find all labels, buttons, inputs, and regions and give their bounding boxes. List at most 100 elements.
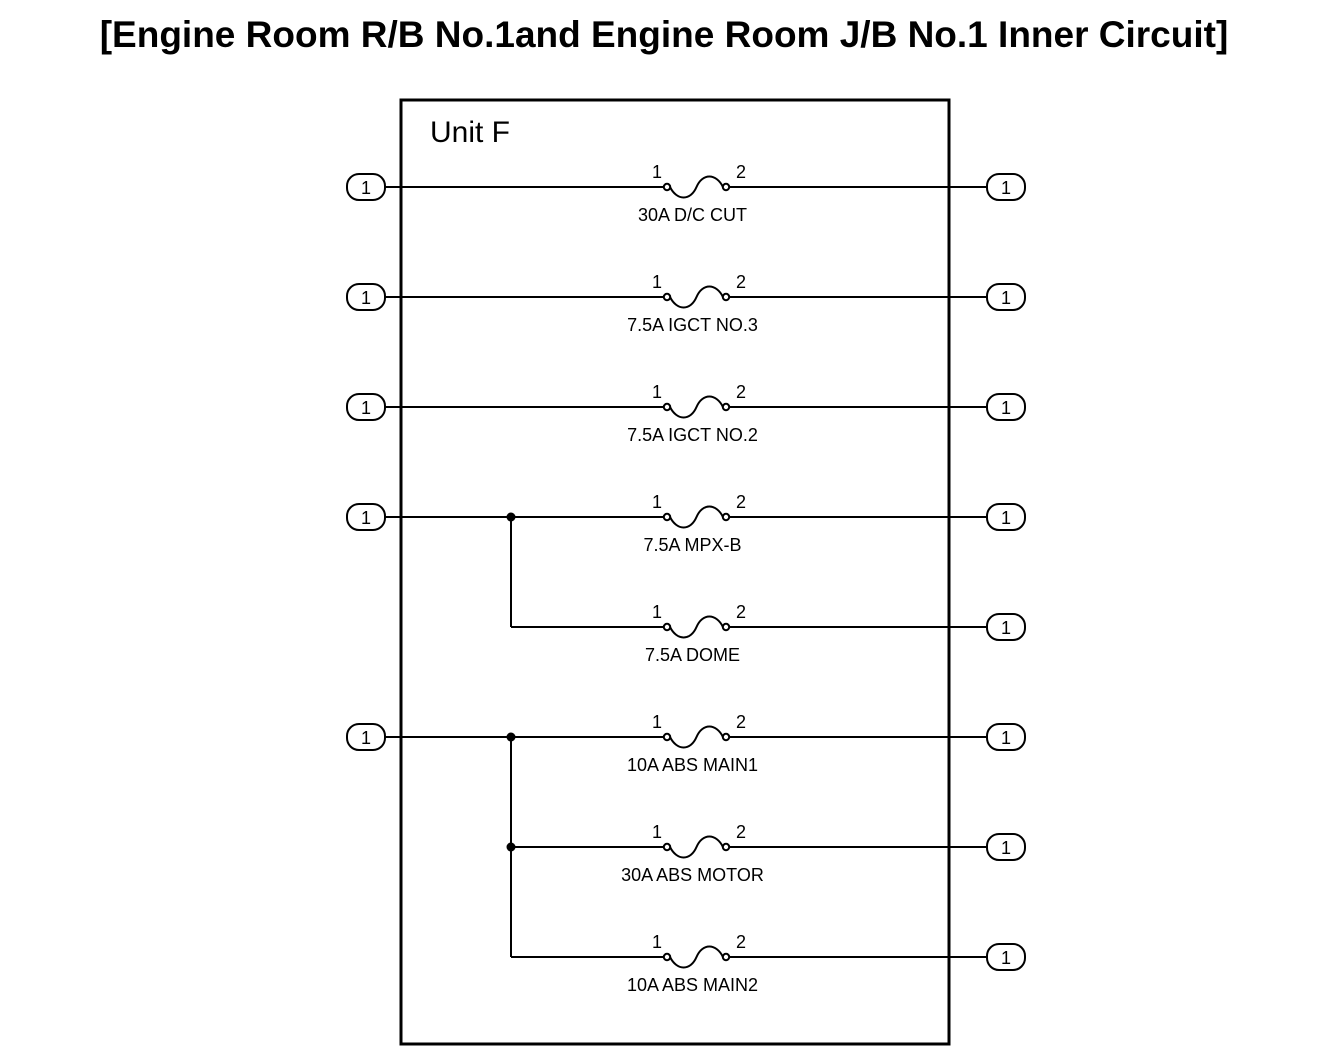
connector-outline (986, 503, 1026, 531)
connector-outline (986, 613, 1026, 641)
connector-outline (346, 173, 386, 201)
connector-outline (986, 393, 1026, 421)
fuse-label: 7.5A MPX-B (643, 535, 741, 555)
fuse-terminal-1 (662, 842, 672, 852)
pin-label-2: 2 (736, 382, 746, 402)
pin-label-2: 2 (736, 822, 746, 842)
fuse-terminal-1 (662, 732, 672, 742)
fuse-terminal-1 (662, 512, 672, 522)
connector-outline (346, 503, 386, 531)
fuse-row: 1 2 30A D/C CUT (385, 162, 987, 225)
connector-pin-label: 1 (1001, 948, 1011, 968)
fuse-row: 1 2 7.5A MPX-B (385, 492, 987, 555)
fuse-icon (669, 395, 724, 419)
connector-pin-label: 1 (1001, 398, 1011, 418)
fuse-terminal-2 (721, 952, 731, 962)
fuse-terminal-2 (721, 732, 731, 742)
connector-pin-label: 1 (361, 398, 371, 418)
junction-dot (506, 512, 516, 522)
fuse-terminal-1 (662, 292, 672, 302)
output-connector: 1 (986, 173, 1026, 201)
fuse-label: 10A ABS MAIN1 (627, 755, 758, 775)
pin-label-1: 1 (652, 272, 662, 292)
fuse-terminal-2 (721, 292, 731, 302)
junction-dot (506, 732, 516, 742)
input-connector: 1 (346, 393, 386, 421)
fuse-icon (669, 945, 724, 969)
fuse-row: 1 2 7.5A IGCT NO.2 (385, 382, 987, 445)
pin-label-2: 2 (736, 712, 746, 732)
fuse-terminal-1 (662, 622, 672, 632)
fuse-terminal-1 (662, 182, 672, 192)
connector-outline (986, 173, 1026, 201)
fuse-icon (669, 505, 724, 529)
fuse-icon (669, 615, 724, 639)
fuse-terminal-2 (721, 402, 731, 412)
input-connector: 1 (346, 503, 386, 531)
fuse-row: 1 2 10A ABS MAIN1 (385, 712, 987, 775)
output-connector: 1 (986, 283, 1026, 311)
input-connector: 1 (346, 173, 386, 201)
connector-pin-label: 1 (1001, 618, 1011, 638)
connector-outline (986, 283, 1026, 311)
fuse-terminal-1 (662, 402, 672, 412)
fuse-row: 1 2 10A ABS MAIN2 (511, 932, 987, 995)
connector-outline (346, 393, 386, 421)
fuse-label: 30A D/C CUT (638, 205, 747, 225)
fuse-icon (669, 285, 724, 309)
pin-label-1: 1 (652, 382, 662, 402)
fuse-terminal-2 (721, 182, 731, 192)
pin-label-1: 1 (652, 492, 662, 512)
fuse-icon (669, 175, 724, 199)
connector-outline (346, 723, 386, 751)
fuse-label: 10A ABS MAIN2 (627, 975, 758, 995)
fuse-row: 1 2 7.5A IGCT NO.3 (385, 272, 987, 335)
fuse-terminal-2 (721, 622, 731, 632)
pin-label-2: 2 (736, 492, 746, 512)
connector-pin-label: 1 (361, 178, 371, 198)
connector-outline (346, 283, 386, 311)
pin-label-2: 2 (736, 162, 746, 182)
fuse-terminal-2 (721, 842, 731, 852)
connector-pin-label: 1 (361, 508, 371, 528)
pin-label-2: 2 (736, 272, 746, 292)
pin-label-1: 1 (652, 712, 662, 732)
fuse-label: 7.5A DOME (645, 645, 740, 665)
pin-label-2: 2 (736, 932, 746, 952)
output-connector: 1 (986, 393, 1026, 421)
fuse-label: 30A ABS MOTOR (621, 865, 764, 885)
output-connector: 1 (986, 833, 1026, 861)
connector-pin-label: 1 (1001, 178, 1011, 198)
fuse-label: 7.5A IGCT NO.3 (627, 315, 758, 335)
fuse-terminal-2 (721, 512, 731, 522)
connector-pin-label: 1 (361, 728, 371, 748)
fuse-row: 1 2 7.5A DOME (511, 602, 987, 665)
fuse-icon (669, 835, 724, 859)
connector-pin-label: 1 (1001, 838, 1011, 858)
output-connector: 1 (986, 503, 1026, 531)
connector-pin-label: 1 (1001, 728, 1011, 748)
page-title: [Engine Room R/B No.1and Engine Room J/B… (99, 14, 1229, 55)
output-connector: 1 (986, 723, 1026, 751)
input-connector: 1 (346, 283, 386, 311)
connector-pin-label: 1 (1001, 508, 1011, 528)
pin-label-1: 1 (652, 162, 662, 182)
pin-label-2: 2 (736, 602, 746, 622)
connector-pin-label: 1 (1001, 288, 1011, 308)
connector-pin-label: 1 (361, 288, 371, 308)
output-connector: 1 (986, 613, 1026, 641)
output-connector: 1 (986, 943, 1026, 971)
pin-label-1: 1 (652, 932, 662, 952)
circuit-rows: 1 2 30A D/C CUT 1 1 1 2 7.5A IGCT NO.3 1 1 1 2 7.5A … (346, 162, 1026, 995)
junction-dot (506, 842, 516, 852)
fuse-terminal-1 (662, 952, 672, 962)
pin-label-1: 1 (652, 822, 662, 842)
connector-outline (986, 833, 1026, 861)
connector-outline (986, 943, 1026, 971)
input-connector: 1 (346, 723, 386, 751)
pin-label-1: 1 (652, 602, 662, 622)
fuse-row: 1 2 30A ABS MOTOR (511, 822, 987, 885)
fuse-icon (669, 725, 724, 749)
fuse-label: 7.5A IGCT NO.2 (627, 425, 758, 445)
